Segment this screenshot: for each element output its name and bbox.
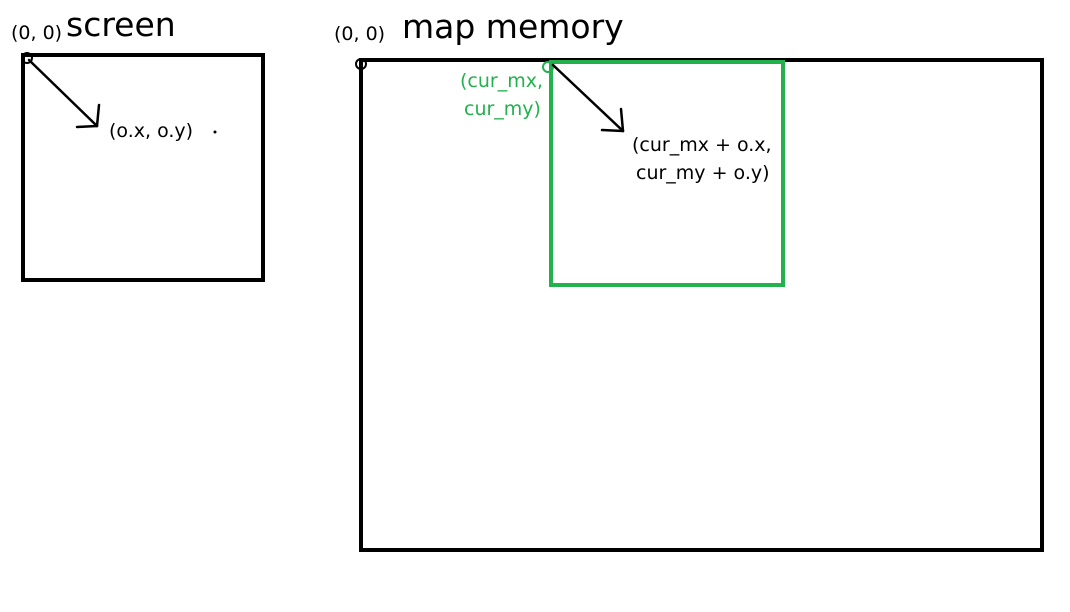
- screen-box: [21, 53, 265, 282]
- map-offset-arrow: [551, 63, 625, 133]
- screen-offset-arrow: [27, 58, 101, 129]
- screen-origin-marker: [21, 52, 33, 64]
- map-memory-title: map memory: [402, 7, 624, 46]
- screen-stray-dot: [213, 130, 217, 134]
- viewport-origin-label-line1: (cur_mx,: [460, 70, 544, 92]
- screen-title: screen: [66, 5, 176, 44]
- map-origin-marker: [355, 58, 367, 70]
- map-origin-label: (0, 0): [334, 23, 386, 45]
- viewport-origin-label-line2: cur_my): [464, 98, 541, 120]
- viewport-box: [549, 60, 785, 287]
- map-offset-label-line1: (cur_mx + o.x,: [632, 134, 772, 156]
- screen-offset-label: (o.x, o.y): [109, 120, 194, 142]
- viewport-origin-marker: [542, 61, 554, 73]
- map-offset-label-line2: cur_my + o.y): [636, 162, 770, 184]
- screen-origin-label: (0, 0): [11, 22, 63, 44]
